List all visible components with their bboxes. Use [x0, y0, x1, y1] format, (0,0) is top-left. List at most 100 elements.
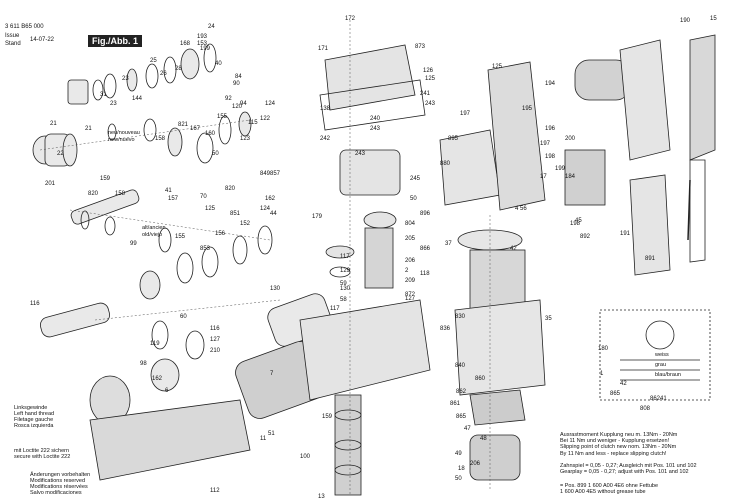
part-number-callout: 49: [455, 451, 462, 457]
part-number-callout: 118: [420, 271, 430, 277]
part-number-callout: 99: [130, 241, 137, 247]
part-number-callout: 172: [345, 16, 356, 22]
part-number-callout: 184: [565, 174, 576, 180]
part-number-callout: 94: [240, 101, 247, 107]
legend-line: Modifications reserved: [30, 478, 86, 484]
part-number-callout: 205: [405, 236, 416, 242]
part-number-callout: 117: [330, 306, 340, 312]
part-number-callout: 171: [318, 46, 329, 52]
part-number-callout: 836: [440, 326, 451, 332]
part-number-callout: 200: [565, 136, 576, 142]
gear-housing: [299, 44, 431, 496]
part-number-callout: 116: [210, 326, 220, 332]
part-number-callout: 116: [30, 301, 40, 307]
part-number-callout: 51: [268, 431, 275, 437]
part-number-callout: 179: [312, 214, 323, 220]
part-number-callout: 860: [475, 376, 486, 382]
part-number-callout: 808: [640, 406, 651, 412]
part-number-callout: 130: [340, 286, 351, 292]
part-number-callout: 191: [620, 231, 631, 237]
part-number-callout: 4: [515, 206, 519, 212]
part-number-callout: 90: [233, 81, 240, 87]
legend-left-hand-thread: Linksgewinde Left hand thread Filetage g…: [14, 405, 54, 429]
part-number-callout: 41: [165, 188, 172, 194]
part-number-callout: 48: [480, 436, 487, 442]
part-number-callout: 245: [410, 176, 421, 182]
part-number-callout: 7: [270, 371, 274, 377]
part-number-callout: 58: [340, 297, 347, 303]
part-number-callout: 190: [680, 18, 691, 24]
wire-label-2: grau: [655, 362, 667, 368]
part-number-callout: 126: [423, 68, 434, 74]
legend-line: mit Loctite 222 sichern: [14, 448, 70, 454]
part-number-callout: 13: [318, 494, 325, 500]
part-number-callout: 155: [217, 114, 228, 120]
part-number-callout: 127: [405, 296, 416, 302]
part-number-callout: 198: [570, 221, 581, 227]
part-number-callout: 84: [235, 74, 242, 80]
part-number-callout: 144: [132, 96, 143, 102]
part-number-callout: 40: [215, 61, 222, 67]
note-line: = Pos. 899 1 600 A00 4E6 ohne Fettube: [560, 483, 659, 489]
legend-line: Filetage gauche: [14, 417, 54, 423]
part-number-callout: 45: [575, 218, 582, 224]
part-number-callout: 193: [197, 34, 208, 40]
part-number-callout: 243: [370, 126, 381, 132]
part-number-callout: 119: [150, 341, 160, 347]
part-number-callout: 853: [200, 246, 211, 252]
part-number-callout: 162: [265, 196, 276, 202]
issue-date: 14-07-22: [30, 37, 55, 43]
part-number-callout: 896: [420, 211, 431, 217]
part-number-callout: 31: [100, 92, 107, 98]
part-number-callout: 210: [210, 348, 221, 354]
part-number-callout: 243: [355, 151, 366, 157]
part-number-callout: 22: [57, 151, 64, 157]
part-number-callout: 873: [415, 44, 426, 50]
part-number-callout: 895: [448, 136, 459, 142]
stand-label: Stand: [5, 41, 21, 47]
issue-label: Issue: [5, 33, 20, 39]
part-number-callout: 156: [215, 231, 226, 237]
part-number-callout: 158: [155, 136, 166, 142]
legend-line: Rosca izquierda: [14, 423, 54, 429]
part-number-callout: 199: [555, 166, 566, 172]
part-number-callout: 100: [300, 454, 311, 460]
part-number-callout: 112: [210, 488, 220, 494]
note-line: Gearplay = 0,05 - 0,27; adjust with Pos.…: [560, 469, 689, 476]
position-note: = Pos. 899 1 600 A00 4E6 ohne Fettube 1 …: [560, 483, 658, 495]
note-line: Ausrastmoment Kupplung neu m. 13Nm - 20N…: [560, 432, 678, 438]
part-number-callout: 197: [460, 111, 471, 117]
part-number-callout: 196: [545, 126, 556, 132]
part-number-callout: 125: [425, 76, 436, 82]
part-number-callout: 98: [140, 361, 147, 367]
part-number-callout: 120: [232, 104, 243, 110]
part-number-callout: 117: [340, 254, 350, 260]
part-number-callout: 198: [545, 154, 556, 160]
part-number-callout: 1: [600, 371, 604, 377]
part-number-callout: 153: [197, 41, 208, 47]
part-number-callout: 24: [208, 24, 215, 30]
part-number-callout: 830: [455, 314, 466, 320]
part-number-callout: 2: [405, 268, 409, 274]
part-number-callout: 125: [492, 64, 503, 70]
part-number-callout: 862: [650, 396, 661, 402]
gear-play-note: Zahnspiel = 0,05 - 0,27; Ausgleich mit P…: [560, 463, 697, 475]
part-number-callout: 42: [620, 381, 627, 387]
part-number-callout: 56: [520, 206, 527, 212]
part-number-callout: 194: [545, 81, 556, 87]
wiring-schematic: [599, 309, 711, 401]
part-number-callout: 50: [455, 476, 462, 482]
part-number-callout: 155: [175, 234, 186, 240]
part-number-callout: 26: [160, 71, 167, 77]
part-number-callout: 162: [152, 376, 163, 382]
part-number-callout: 129: [340, 268, 351, 274]
part-number-callout: 159: [322, 414, 333, 420]
part-number-callout: 6: [165, 388, 169, 394]
part-number-callout: 60: [180, 314, 187, 320]
part-number-callout: 21: [50, 121, 57, 127]
part-number-callout: 50: [212, 151, 219, 157]
legend-changes: Änderungen vorbehalten Modifications res…: [30, 472, 90, 496]
part-number-callout: 17: [540, 174, 547, 180]
